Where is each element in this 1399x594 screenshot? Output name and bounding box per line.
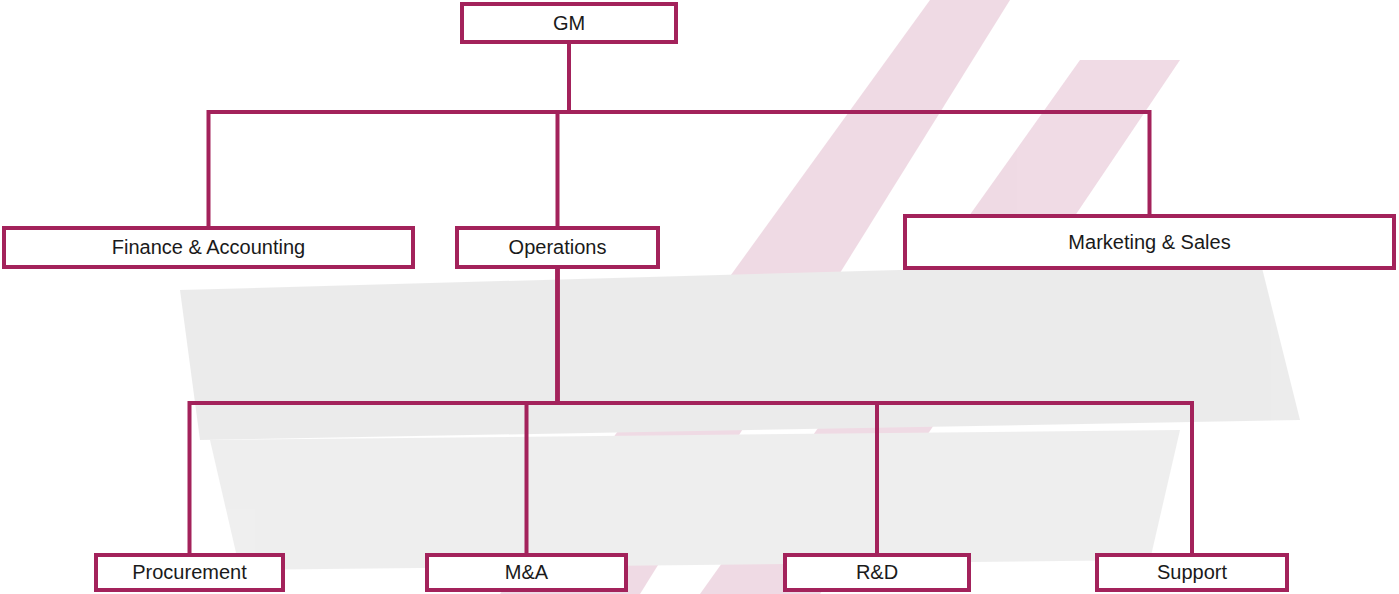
org-connector [209, 44, 570, 226]
org-connector [527, 269, 558, 553]
box-label: Procurement [132, 561, 247, 584]
box-label: Finance & Accounting [112, 236, 305, 259]
box-label: Marketing & Sales [1068, 231, 1230, 254]
org-connector [190, 269, 558, 553]
org-box: GM [460, 2, 678, 44]
org-box: Operations [455, 226, 660, 269]
org-connector [558, 269, 1193, 553]
org-box: Procurement [94, 553, 285, 592]
org-connector [569, 44, 1150, 214]
box-label: Operations [509, 236, 607, 259]
org-connector [558, 269, 878, 553]
box-label: GM [553, 12, 585, 35]
box-label: R&D [856, 561, 898, 584]
box-label: M&A [505, 561, 548, 584]
org-box: Marketing & Sales [903, 214, 1396, 270]
org-box: M&A [425, 553, 628, 592]
org-box: Support [1095, 553, 1289, 592]
watermark-shapes [180, 0, 1300, 594]
org-box: Finance & Accounting [2, 226, 415, 269]
org-box: R&D [783, 553, 971, 592]
box-label: Support [1157, 561, 1227, 584]
